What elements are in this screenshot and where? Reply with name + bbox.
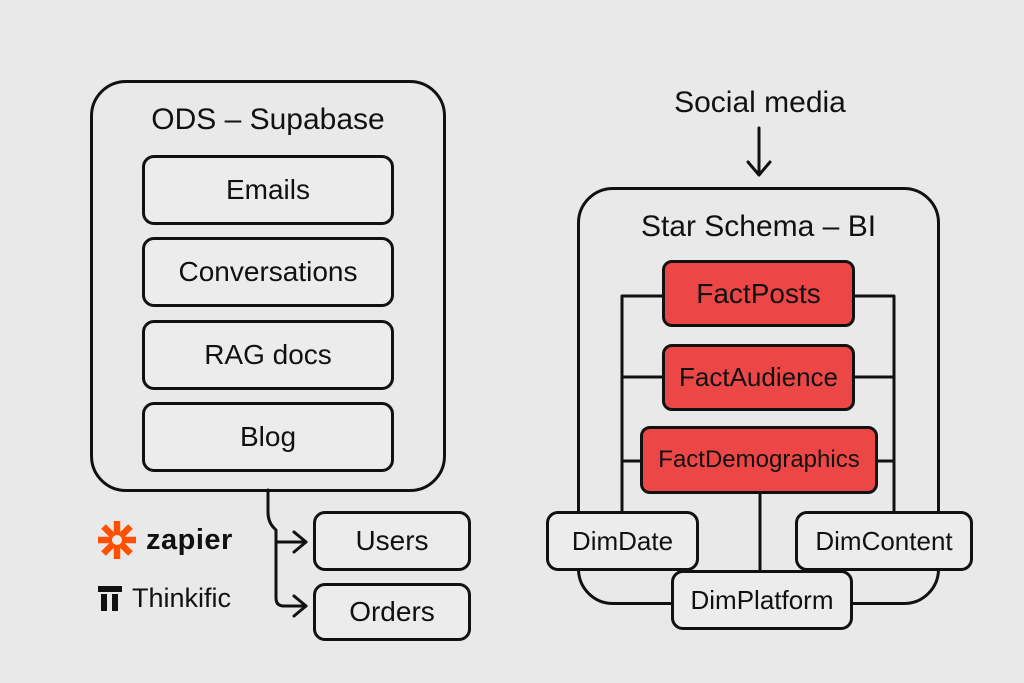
arrow-down-icon (748, 128, 770, 176)
output-users: Users (313, 511, 471, 571)
orders-arrowhead (292, 594, 308, 618)
users-arrowhead (292, 530, 308, 554)
dim-platform: DimPlatform (671, 570, 853, 630)
fact-posts: FactPosts (662, 260, 855, 327)
ods-item-conversations: Conversations (142, 237, 394, 307)
output-orders: Orders (313, 583, 471, 641)
dim-date: DimDate (546, 511, 699, 571)
fact-audience: FactAudience (662, 344, 855, 411)
star-schema-title: Star Schema – BI (640, 210, 877, 243)
star-left-rail (620, 294, 666, 514)
asterisk-icon (96, 519, 138, 561)
star-right-rail (852, 294, 896, 514)
zapier-logo: zapier (96, 518, 233, 562)
ods-container (90, 80, 446, 492)
thinkific-icon (96, 583, 124, 613)
social-media-label: Social media (674, 86, 846, 119)
thinkific-wordmark: Thinkific (132, 582, 232, 613)
ods-item-blog: Blog (142, 402, 394, 472)
zapier-wordmark: zapier (146, 523, 233, 556)
ods-to-outputs-connector (266, 488, 308, 608)
social-arrowhead (746, 160, 772, 177)
ods-item-rag-docs: RAG docs (142, 320, 394, 390)
fact-demographics: FactDemographics (640, 426, 878, 494)
ods-item-emails: Emails (142, 155, 394, 225)
thinkific-logo: Thinkific (96, 578, 231, 618)
ods-title: ODS – Supabase (151, 103, 385, 136)
dim-content: DimContent (795, 511, 973, 571)
